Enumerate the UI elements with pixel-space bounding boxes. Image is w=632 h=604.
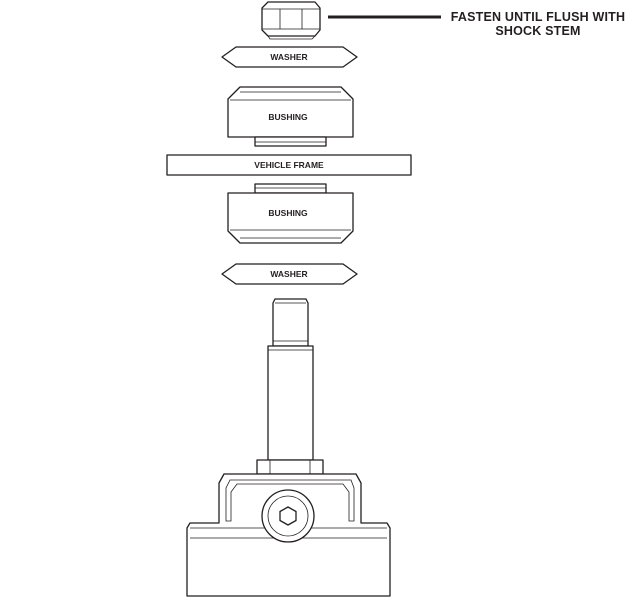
bottom-bushing-label: BUSHING — [268, 208, 308, 218]
shock-stem — [256, 298, 324, 475]
vehicle-frame: VEHICLE FRAME — [166, 154, 412, 176]
top-washer-label: WASHER — [270, 52, 307, 62]
note-line-1: FASTEN UNTIL FLUSH WITH — [451, 10, 626, 24]
shock-eyelet-body — [186, 473, 391, 597]
note-line-2: SHOCK STEM — [495, 24, 580, 38]
bottom-washer: WASHER — [221, 263, 358, 285]
top-washer: WASHER — [221, 46, 358, 68]
bottom-bushing: BUSHING — [227, 183, 354, 244]
hex-nut — [261, 1, 321, 40]
top-bushing-label: BUSHING — [268, 112, 308, 122]
top-bushing: BUSHING — [227, 86, 354, 147]
bottom-washer-label: WASHER — [270, 269, 307, 279]
vehicle-frame-label: VEHICLE FRAME — [254, 160, 324, 170]
